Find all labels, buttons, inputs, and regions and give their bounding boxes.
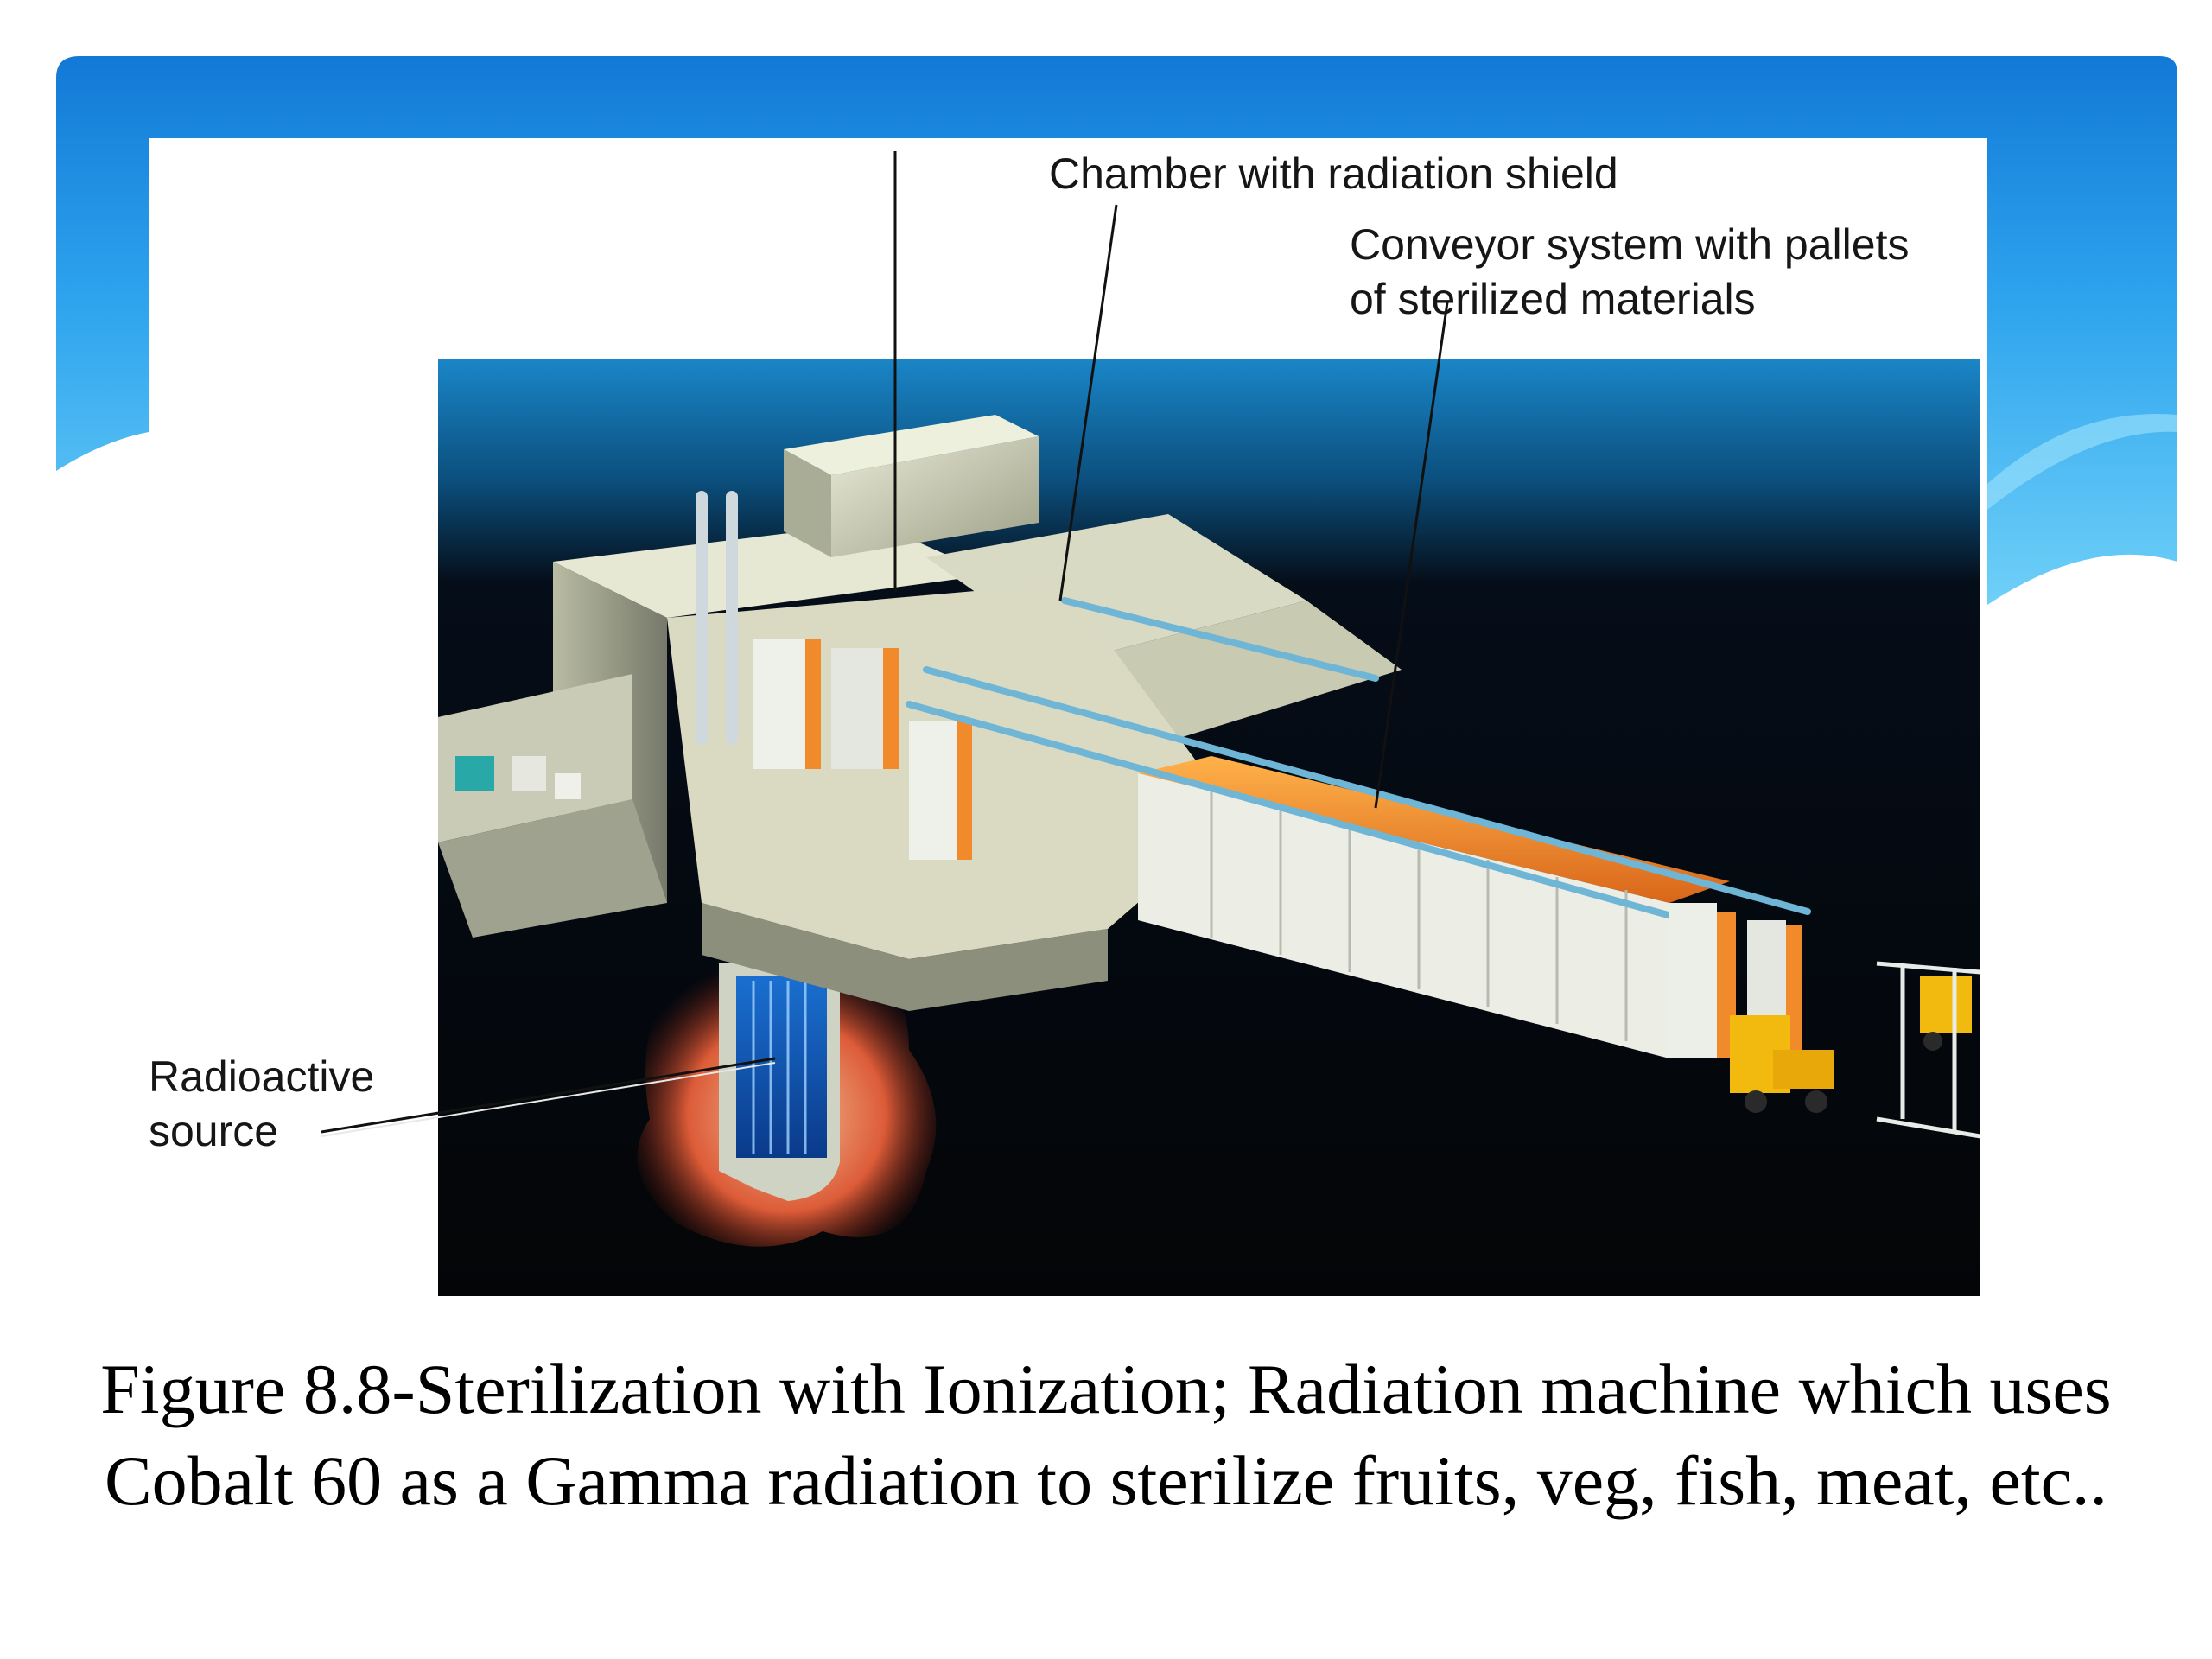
label-chamber: Chamber with radiation shield — [1049, 149, 1618, 198]
caption-line2: Cobalt 60 as a Gamma radiation to steril… — [104, 1441, 2108, 1520]
label-conveyor-line1: Conveyor system with pallets — [1350, 220, 1910, 269]
caption-line1: Figure 8.8-Sterilization with Ionization… — [100, 1350, 2112, 1428]
sterilization-figure: Chamber with radiation shield Conveyor s… — [149, 149, 1980, 1296]
title-banner — [56, 56, 2177, 605]
figure-caption: Figure 8.8-Sterilization with Ionization… — [35, 1344, 2177, 1527]
label-source-line2: source — [149, 1107, 279, 1155]
label-conveyor-line2: of sterilized materials — [1350, 275, 1756, 323]
label-source-line1: Radioactive — [149, 1052, 375, 1101]
radiation-machine-illustration — [321, 151, 1980, 1296]
